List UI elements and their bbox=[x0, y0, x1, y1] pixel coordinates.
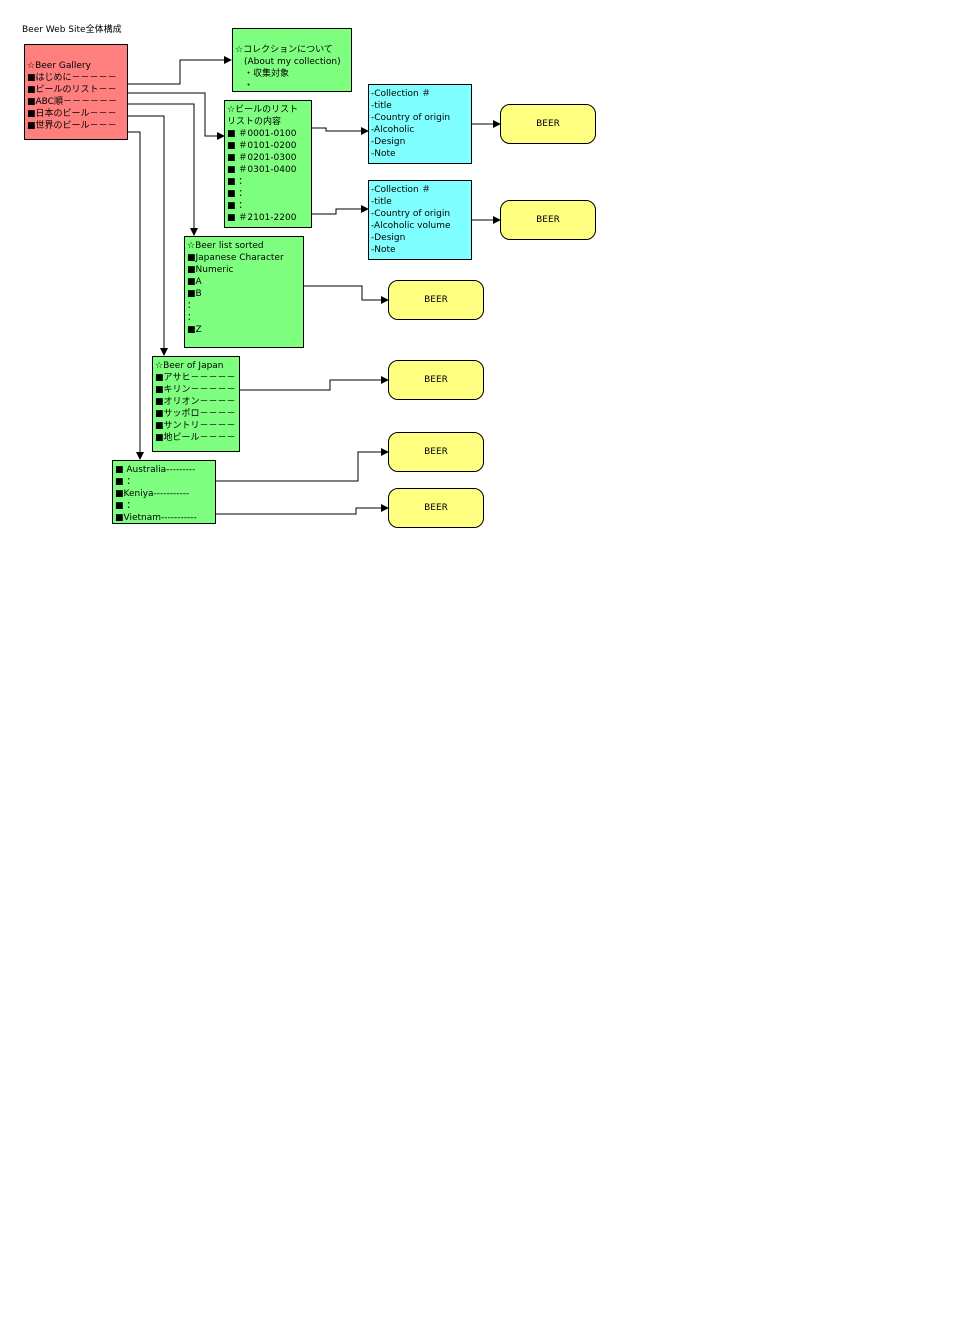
box-line: ■ ： bbox=[115, 501, 136, 511]
box-line: ・ bbox=[235, 81, 254, 91]
box-line: ■ABC順－－－－－－ bbox=[27, 97, 117, 107]
connector-world-beer2 bbox=[215, 504, 389, 515]
box-line: ■サントリ－－－－ bbox=[155, 421, 236, 431]
beer-node-label: BEER bbox=[424, 447, 448, 457]
box-line: ■Japanese Character bbox=[187, 253, 284, 263]
box-line: -Note bbox=[371, 149, 396, 159]
beer-node-1: BEER bbox=[500, 104, 596, 144]
box-line: ・収集対象 bbox=[235, 69, 290, 79]
beer-of-japan-box: ☆Beer of Japan ■アサヒ－－－－－ ■キリン－－－－－ ■オリオン－－－… bbox=[152, 356, 240, 452]
box-line: -Alcoholic bbox=[371, 125, 415, 135]
beer-node-2: BEER bbox=[500, 200, 596, 240]
world-beer-box: ■ Australia--------- ■ ： ■Keniya----------… bbox=[112, 460, 216, 524]
box-line: ■キリン－－－－－ bbox=[155, 385, 236, 395]
connector-beerlist-detail2 bbox=[311, 205, 369, 215]
box-line bbox=[27, 48, 125, 60]
box-line: ■はじめに－－－－－ bbox=[27, 73, 117, 83]
box-line: ☆Beer of Japan bbox=[155, 361, 224, 371]
beer-node-label: BEER bbox=[424, 295, 448, 305]
connector-world-beer1 bbox=[215, 448, 389, 482]
box-line: ： bbox=[187, 301, 197, 311]
box-line: ■世界のビール－－－ bbox=[27, 121, 117, 131]
main-menu-box: ☆Beer Gallery ■はじめに－－－－－ ■ビールのリスト－－ ■ABC順－－… bbox=[24, 44, 128, 140]
box-line: -Alcoholic volume bbox=[371, 221, 451, 231]
box-line: ■サッポロ－－－－ bbox=[155, 409, 236, 419]
box-line: ： bbox=[187, 313, 197, 323]
connector-main-beerlist bbox=[128, 92, 225, 140]
box-line: ■ ＃0101-0200 bbox=[227, 141, 297, 151]
connector-beerlist-detail1 bbox=[311, 127, 369, 135]
beer-node-4: BEER bbox=[388, 360, 484, 400]
box-line: ☆コレクションについて bbox=[235, 45, 333, 55]
beer-node-label: BEER bbox=[536, 215, 560, 225]
beer-node-3: BEER bbox=[388, 280, 484, 320]
box-line: ■ ： bbox=[227, 201, 248, 211]
box-line: (About my collection) bbox=[235, 57, 341, 67]
beer-node-5: BEER bbox=[388, 432, 484, 472]
box-line: ■ ＃2101-2200 bbox=[227, 213, 297, 223]
connector-japan-beer bbox=[240, 376, 389, 391]
connector-main-world bbox=[128, 131, 144, 460]
connector-sorted-beer bbox=[303, 285, 389, 304]
box-line: ■オリオン－－－－ bbox=[155, 397, 236, 407]
box-line: ■Numeric bbox=[187, 265, 234, 275]
box-line: -Collection ＃ bbox=[371, 185, 431, 195]
box-line: ■A bbox=[187, 277, 202, 287]
box-line: -title bbox=[371, 101, 392, 111]
box-line: ■ Australia--------- bbox=[115, 465, 196, 475]
box-line: ■ビールのリスト－－ bbox=[27, 85, 117, 95]
box-line: ■Z bbox=[187, 325, 202, 335]
box-line bbox=[235, 32, 349, 44]
box-line: ■ ： bbox=[115, 477, 136, 487]
page-title: Beer Web Site全体構成 bbox=[22, 25, 122, 35]
box-line: ■ ＃0301-0400 bbox=[227, 165, 297, 175]
box-line: ■ ： bbox=[227, 177, 248, 187]
box-line: ■B bbox=[187, 289, 202, 299]
box-line: ■日本のビール－－－ bbox=[27, 109, 117, 119]
box-line: ■ ＃0001-0100 bbox=[227, 129, 297, 139]
box-line: ■ ： bbox=[227, 189, 248, 199]
beer-node-6: BEER bbox=[388, 488, 484, 528]
sorted-list-box: ☆Beer list sorted ■Japanese Character ■Num… bbox=[184, 236, 304, 348]
box-line: -Note bbox=[371, 245, 396, 255]
beer-node-label: BEER bbox=[536, 119, 560, 129]
connector-main-japan bbox=[128, 115, 168, 356]
beer-node-label: BEER bbox=[424, 375, 448, 385]
box-line: ☆ビールのリスト bbox=[227, 105, 299, 115]
box-line: ■Vietnam----------- bbox=[115, 513, 197, 523]
box-line: -Collection ＃ bbox=[371, 89, 431, 99]
beer-list-box: ☆ビールのリストリストの内容 ■ ＃0001-0100 ■ ＃0101-0200 ■ … bbox=[224, 100, 312, 228]
box-line: ■アサヒ－－－－－ bbox=[155, 373, 236, 383]
box-line: -Country of origin bbox=[371, 209, 451, 219]
box-line: ☆Beer list sorted bbox=[187, 241, 264, 251]
box-line: ☆Beer Gallery bbox=[27, 61, 91, 71]
box-line: -Country of origin bbox=[371, 113, 451, 123]
beer-detail-box-1: -Collection ＃ -title -Country of origin -Al… bbox=[368, 84, 472, 164]
box-line: リストの内容 bbox=[227, 117, 282, 127]
box-line: -Design bbox=[371, 233, 406, 243]
box-line: ■Keniya----------- bbox=[115, 489, 190, 499]
box-line: -Design bbox=[371, 137, 406, 147]
box-line: ■地ビール－－－－ bbox=[155, 433, 236, 443]
box-line: -title bbox=[371, 197, 392, 207]
beer-node-label: BEER bbox=[424, 503, 448, 513]
box-line: ■ ＃0201-0300 bbox=[227, 153, 297, 163]
connector-main-about bbox=[128, 56, 232, 85]
connector-main-sorted bbox=[128, 103, 198, 236]
about-collection-box: ☆コレクションについて (About my collection) ・収集対象 … bbox=[232, 28, 352, 92]
beer-detail-box-2: -Collection ＃ -title -Country of origin -Al… bbox=[368, 180, 472, 260]
